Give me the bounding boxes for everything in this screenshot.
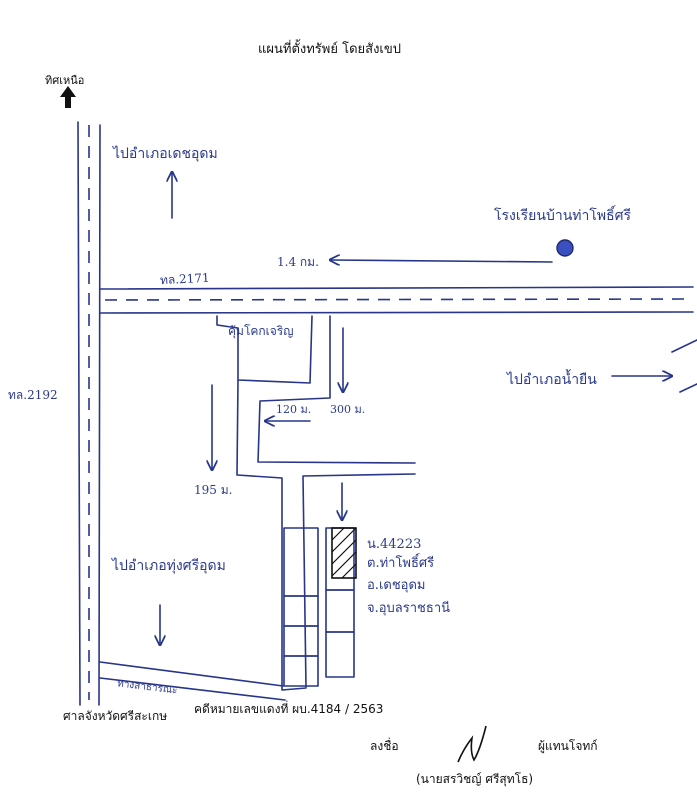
label-deed-no: น.44223: [367, 537, 422, 552]
label-amphoe: อ.เดชอุดม: [367, 578, 426, 593]
signature-mark: [457, 725, 487, 763]
label-tambon: ต.ท่าโพธิ์ศรี: [367, 556, 435, 571]
footer-representative: ผู้แทนโจทก์: [538, 739, 598, 753]
edge-stroke-top: [671, 339, 697, 353]
target-parcel-hatched: [331, 527, 357, 579]
footer-sign-label: ลงชื่อ: [370, 739, 399, 753]
north-label: ทิศเหนือ: [45, 74, 85, 87]
label-highway-2171: ทล.2171: [159, 270, 210, 288]
north-arrow-icon: [60, 86, 76, 108]
label-to-dechudom: ไปอำเภอเดชอุดม: [113, 146, 218, 162]
road-highway-2171: [99, 286, 694, 314]
footer-signer-name: (นายสรวิชญ์ ศรีสุทโธ): [416, 772, 534, 786]
parcel-blocks: [283, 527, 355, 687]
arrow-school-distance: [330, 260, 553, 262]
footer-case-no: คดีหมายเลขแดงที่ ผบ.4184 / 2563: [194, 702, 384, 716]
label-distance-120m: 120 ม.: [276, 403, 312, 416]
edge-stroke-bottom: [679, 383, 697, 393]
access-road: [216, 315, 416, 691]
road-public-path: [99, 661, 286, 701]
label-distance-195m: 195 ม.: [194, 483, 233, 497]
footer-court: ศาลจังหวัดศรีสะเกษ: [63, 709, 168, 723]
label-community: คุ้มโคกเจริญ: [228, 324, 294, 338]
label-changwat: จ.อุบลราชธานี: [367, 601, 451, 616]
school-marker-icon: [556, 239, 574, 257]
label-distance-1-4km: 1.4 กม.: [277, 255, 319, 269]
label-to-thungsrioudom: ไปอำเภอทุ่งศรีอุดม: [112, 558, 226, 574]
road-highway-2192: [77, 121, 101, 706]
label-to-namyuen: ไปอำเภอน้ำยืน: [507, 372, 597, 388]
label-highway-2192: ทล.2192: [8, 388, 58, 402]
page-title: แผนที่ตั้งทรัพย์ โดยสังเขป: [258, 42, 402, 57]
label-distance-300m: 300 ม.: [330, 403, 366, 416]
label-school: โรงเรียนบ้านท่าโพธิ์ศรี: [494, 208, 632, 224]
